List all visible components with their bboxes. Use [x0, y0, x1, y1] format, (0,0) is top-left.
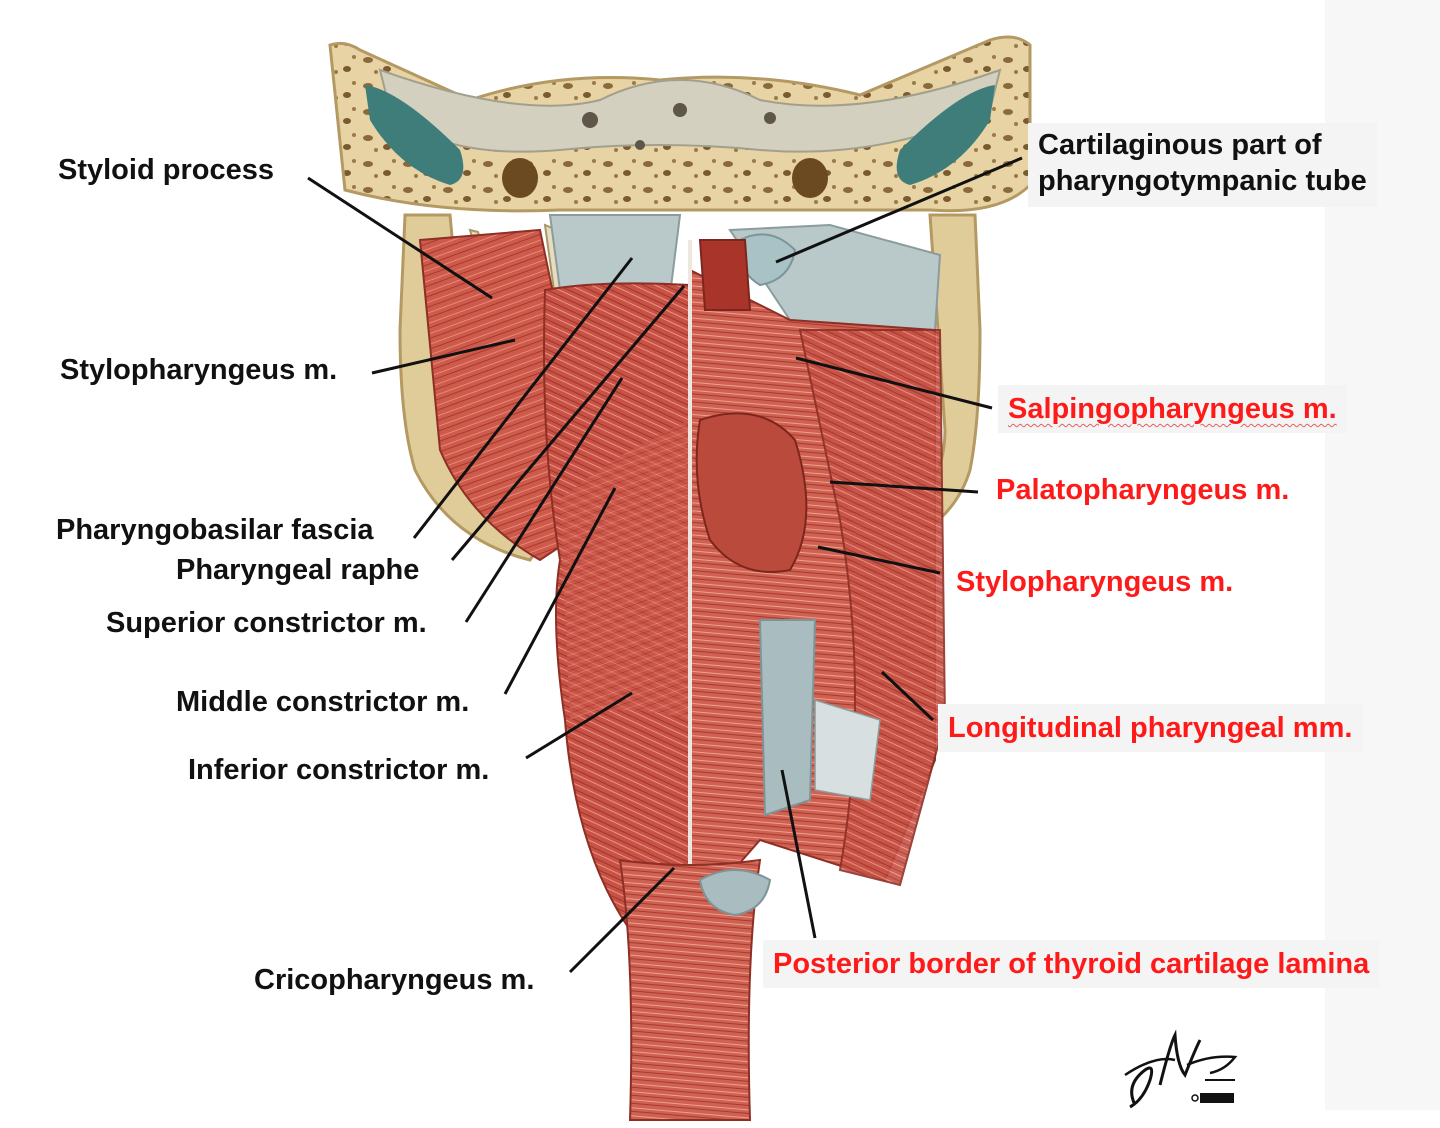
leader-superior-constrictor [464, 377, 624, 623]
esophagus-opening [698, 869, 772, 917]
label-pharyngobasilar-fascia: Pharyngobasilar fascia [56, 514, 374, 546]
leader-palatopharyngeus [829, 480, 979, 494]
label-posterior-border: Posterior border of thyroid cartilage la… [763, 940, 1380, 988]
label-stylopharyngeus-right: Stylopharyngeus m. [956, 566, 1234, 598]
label-styloid-process: Styloid process [58, 154, 274, 186]
constrictors-overlay [560, 420, 690, 720]
leader-pharyngobasilar-fascia [412, 257, 634, 539]
label-cartilaginous-line1: Cartilaginous part of [1038, 129, 1322, 161]
leader-stylopharyngeus-right [817, 545, 941, 575]
leader-salpingopharyngeus [795, 356, 993, 410]
leader-middle-constrictor [503, 487, 617, 695]
leader-cricopharyngeus [568, 866, 676, 974]
label-palatopharyngeus: Palatopharyngeus m. [996, 474, 1290, 506]
foramen-left [502, 158, 538, 198]
leader-lines [307, 156, 1023, 974]
leader-longitudinal-pharyngeal [880, 670, 935, 722]
label-salpingopharyngeus: Salpingopharyngeus m. [998, 385, 1347, 433]
label-cricopharyngeus: Cricopharyngeus m. [254, 964, 535, 996]
label-cartilaginous-line2: pharyngotympanic tube [1038, 165, 1367, 197]
leader-posterior-border [780, 769, 817, 939]
thyroid-lamina [758, 619, 817, 817]
label-middle-constrictor: Middle constrictor m. [176, 686, 470, 718]
leader-pharyngeal-raphe [450, 285, 686, 561]
sinus-right [896, 85, 995, 185]
leader-inferior-constrictor [525, 691, 633, 760]
cranial-fossa [378, 68, 1002, 153]
foramen-right [792, 158, 828, 198]
leader-styloid-process [307, 176, 493, 300]
tonsil-interior [695, 412, 808, 573]
label-superior-constrictor: Superior constrictor m. [106, 607, 427, 639]
netter-signature [1124, 1029, 1238, 1109]
esophagus [618, 858, 762, 1121]
leader-stylopharyngeus-left [371, 338, 516, 375]
label-stylopharyngeus-left: Stylopharyngeus m. [60, 354, 338, 386]
label-longitudinal-pharyngeal: Longitudinal pharyngeal mm. [938, 704, 1363, 752]
label-pharyngeal-raphe: Pharyngeal raphe [176, 554, 420, 586]
label-inferior-constrictor: Inferior constrictor m. [188, 754, 490, 786]
label-salpingopharyngeus-text: Salpingopharyngeus m. [1008, 393, 1337, 425]
leader-cartilaginous-tube [775, 156, 1023, 264]
sinus-left [365, 85, 464, 185]
label-cartilaginous-tube: Cartilaginous part of pharyngotympanic t… [1028, 123, 1377, 207]
